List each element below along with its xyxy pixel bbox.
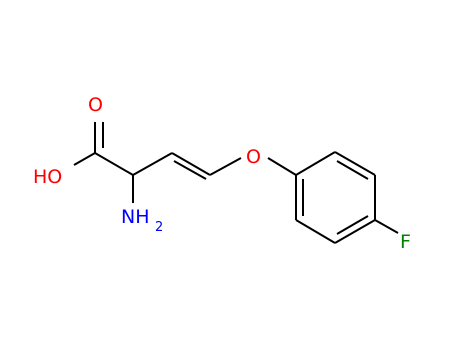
bond-carbonyl-double [94,122,104,153]
bond-alpha-vinyl [132,152,173,176]
bond-ether-ring [267,157,297,176]
carbonyl-oxygen-label: O [88,94,103,116]
amine-label: NH 2 [121,206,163,235]
bond-vinyl-ether [209,157,242,176]
bond-carboxyl-hydroxyl [73,152,96,166]
ether-oxygen-label: O [246,146,261,168]
bond-carboxyl-alpha [94,152,134,176]
amine-main-label: NH [121,206,150,228]
hydroxyl-label: HO [33,166,62,188]
benzene-ring [295,151,376,244]
bond-vinyl-double [171,152,211,180]
bond-ring-fluorine [374,219,399,234]
fluorine-label: F [400,231,411,253]
amine-subscript: 2 [155,220,163,235]
